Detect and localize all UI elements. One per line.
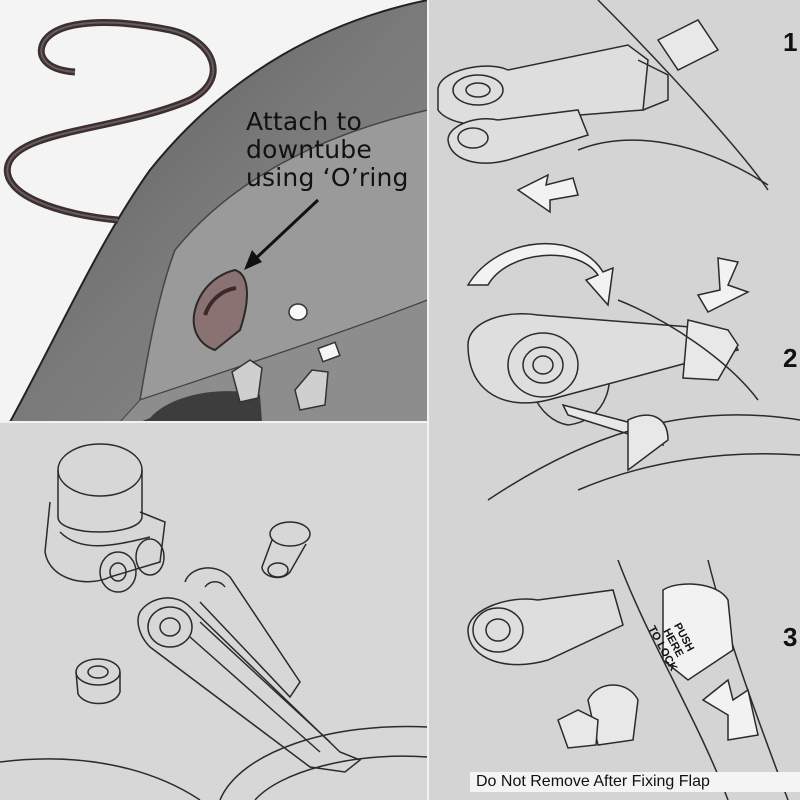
exploded-parts-drawing xyxy=(0,443,428,800)
tab-slot-left xyxy=(231,359,263,403)
step-number-1: 1 xyxy=(783,27,798,57)
callout-line-2: downtube xyxy=(246,135,372,164)
step-3-drawing xyxy=(467,559,789,800)
step-2-drawing xyxy=(466,242,800,501)
callout-line-1: Attach to xyxy=(246,107,363,136)
exploded-parts-panel xyxy=(0,422,428,800)
downtube-render xyxy=(3,0,428,422)
callout-arrow xyxy=(250,198,320,264)
tab-slot-right xyxy=(294,369,329,411)
fixing-peg xyxy=(288,303,308,321)
downtube-attach-panel: Attach to downtube using ‘O’ring xyxy=(0,0,428,422)
step-1-drawing xyxy=(437,0,769,214)
step-number-2: 2 xyxy=(783,343,798,373)
installation-steps-panel: 1 2 3 PUSH HERE TO LOCK Do Not Remove Af… xyxy=(428,0,800,800)
callout-line-3: using ‘O’ring xyxy=(246,163,409,192)
footer-note: Do Not Remove After Fixing Flap xyxy=(470,772,800,792)
panel-divider-horizontal xyxy=(0,421,428,423)
callout-text: Attach to downtube using ‘O’ring xyxy=(246,108,428,192)
step-number-3: 3 xyxy=(783,622,798,652)
installation-steps-drawing xyxy=(437,0,800,800)
panel-divider-vertical xyxy=(427,0,429,800)
